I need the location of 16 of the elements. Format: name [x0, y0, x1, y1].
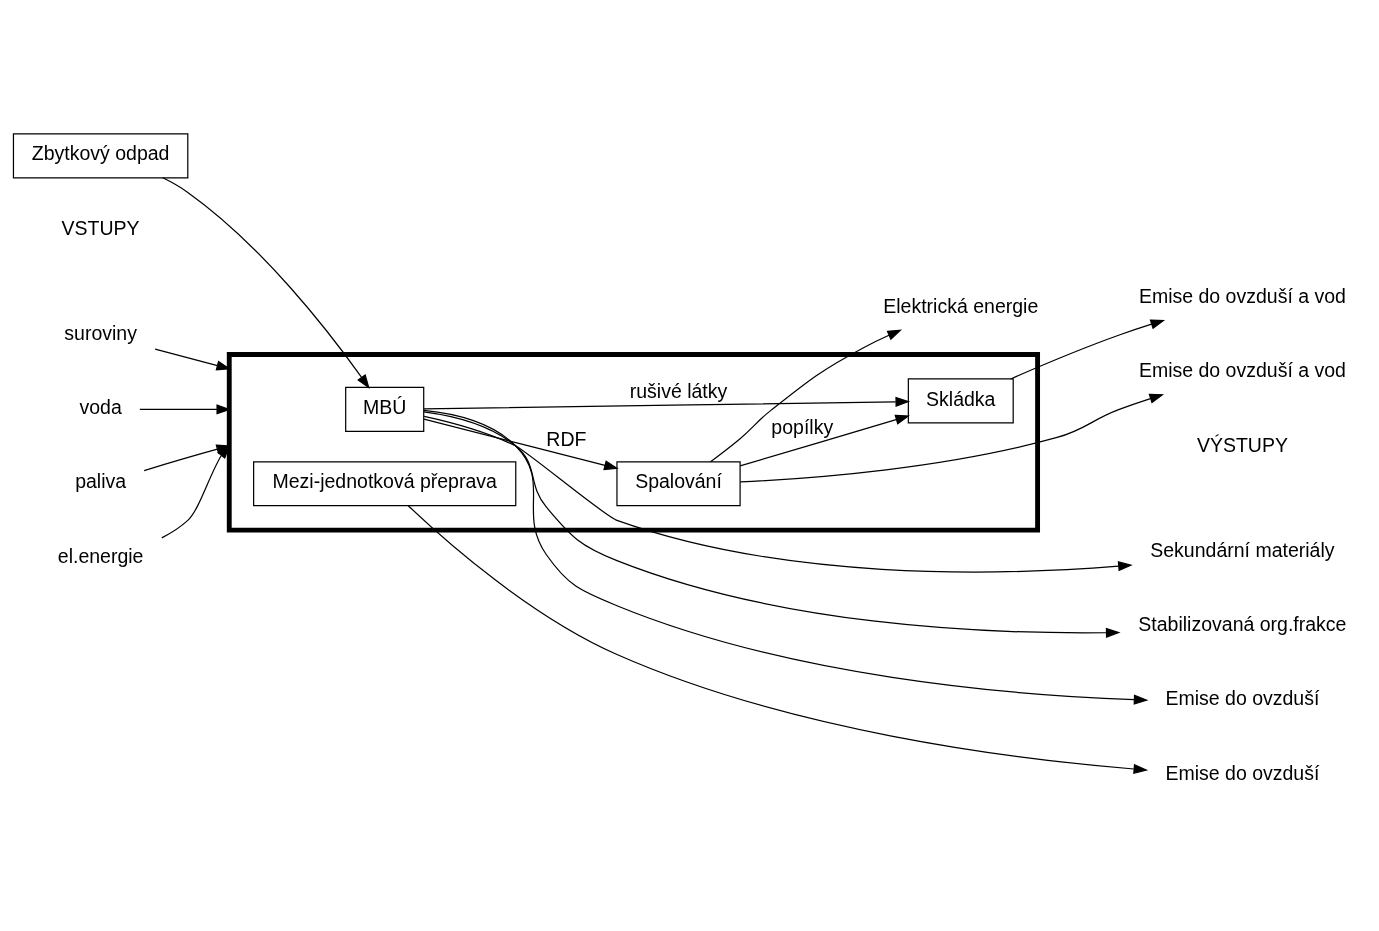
edge-label: rušivé látky — [629, 380, 728, 403]
node-text: suroviny — [64, 321, 137, 344]
node-text: paliva — [75, 470, 127, 493]
node-text: Sekundární materiály — [1150, 538, 1335, 561]
node-text: el.energie — [57, 544, 144, 567]
node-text: Stabilizovaná org.frakce — [1138, 613, 1347, 636]
label: VSTUPY — [61, 216, 140, 239]
label: VÝSTUPY — [1196, 433, 1288, 456]
edge-label: RDF — [546, 427, 587, 450]
node-text: Emise do ovzduší a vod — [1138, 359, 1346, 382]
node-text: Elektrická energie — [883, 294, 1039, 317]
edge-label: popílky — [771, 415, 834, 438]
node-text: Emise do ovzduší — [1165, 761, 1320, 784]
node-text: Emise do ovzduší — [1165, 687, 1320, 710]
node-text: voda — [79, 396, 122, 419]
node-text: Emise do ovzduší a vod — [1138, 285, 1346, 308]
